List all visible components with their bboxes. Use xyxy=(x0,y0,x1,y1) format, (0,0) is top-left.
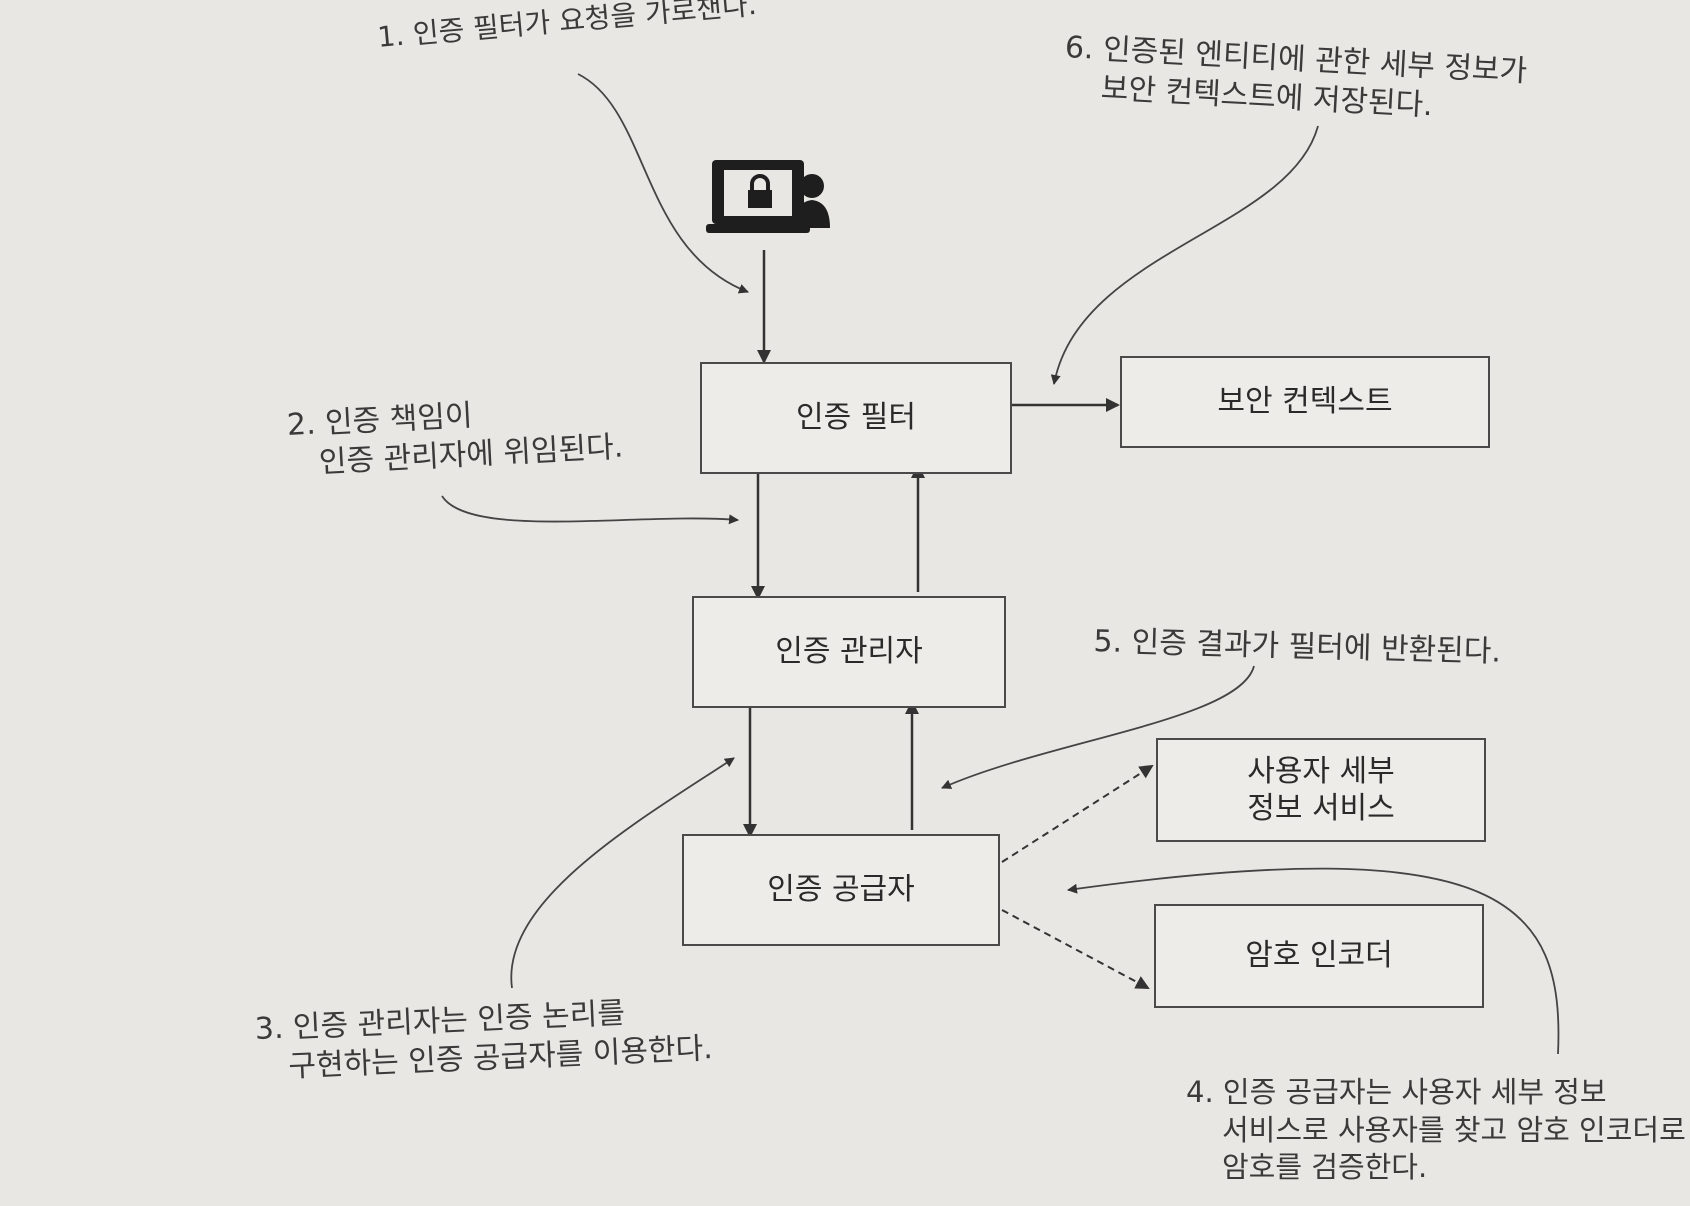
callout-step1 xyxy=(577,73,749,294)
callout-step6 xyxy=(1050,125,1319,385)
callout-step4 xyxy=(1067,867,1560,1055)
note-step4-line3: 암호를 검증한다. xyxy=(1222,1150,1428,1185)
user-details-service-label-line1: 사용자 세부 xyxy=(1247,753,1395,789)
note-step4: 4. 인증 공급자는 사용자 세부 정보 서비스로 사용자를 찾고 암호 인코더… xyxy=(1186,1074,1686,1187)
callout-step3 xyxy=(510,757,735,989)
callout-step5 xyxy=(941,665,1255,789)
auth-provider-box: 인증 공급자 xyxy=(682,834,1000,946)
client-laptop-lock-icon xyxy=(706,160,830,233)
user-details-service-box: 사용자 세부 정보 서비스 xyxy=(1156,738,1486,842)
callout-step2 xyxy=(441,495,739,525)
security-context-box: 보안 컨텍스트 xyxy=(1120,356,1490,448)
dashed-arrow-provider-to-encoder xyxy=(1001,909,1150,989)
auth-manager-box: 인증 관리자 xyxy=(692,596,1006,708)
auth-filter-box: 인증 필터 xyxy=(700,362,1012,474)
password-encoder-label: 암호 인코더 xyxy=(1245,938,1393,974)
note-step4-line1: 4. 인증 공급자는 사용자 세부 정보 xyxy=(1186,1075,1607,1109)
password-encoder-box: 암호 인코더 xyxy=(1154,904,1484,1008)
auth-manager-label: 인증 관리자 xyxy=(775,634,923,670)
security-context-label: 보안 컨텍스트 xyxy=(1217,384,1393,420)
auth-filter-label: 인증 필터 xyxy=(796,400,916,436)
note-step4-line2: 서비스로 사용자를 찾고 암호 인코더로 xyxy=(1222,1112,1686,1147)
user-details-service-label-line2: 정보 서비스 xyxy=(1247,791,1395,826)
dashed-arrow-provider-to-user-details xyxy=(1001,764,1154,863)
auth-provider-label: 인증 공급자 xyxy=(767,872,915,908)
